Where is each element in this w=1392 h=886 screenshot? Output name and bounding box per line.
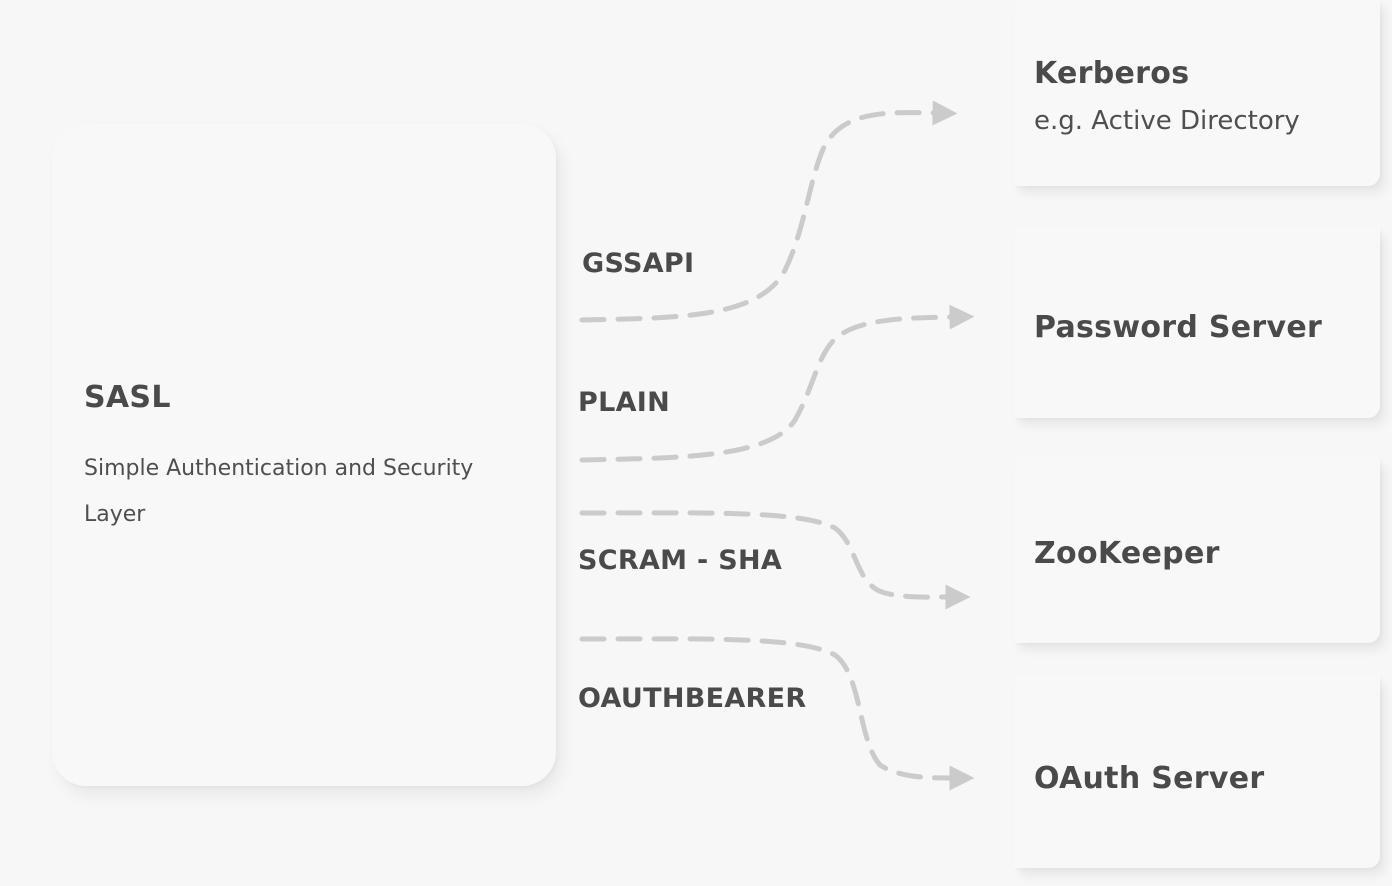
mechanism-plain: PLAIN bbox=[578, 387, 671, 418]
server-subtitle-kerberos: e.g. Active Directory bbox=[1034, 106, 1300, 136]
connector-gssapi-kerberos bbox=[579, 100, 958, 323]
sasl-title: SASL bbox=[84, 380, 171, 415]
mechanism-scram-sha: SCRAM - SHA bbox=[578, 545, 783, 576]
server-card-kerberos: Kerberos e.g. Active Directory bbox=[1014, 0, 1380, 186]
sasl-description: Simple Authentication and Security Layer bbox=[84, 456, 474, 527]
server-name-zookeeper: ZooKeeper bbox=[1034, 536, 1220, 571]
server-card-password-server: Password Server bbox=[1014, 228, 1380, 418]
connector-scram-zookeeper bbox=[579, 510, 971, 610]
server-card-oauth-server: OAuth Server bbox=[1014, 676, 1380, 868]
mechanism-gssapi: GSSAPI bbox=[582, 248, 695, 279]
server-name-kerberos: Kerberos bbox=[1034, 56, 1190, 91]
server-name-password-server: Password Server bbox=[1034, 310, 1323, 345]
mechanism-oauthbearer: OAUTHBEARER bbox=[578, 683, 807, 714]
sasl-card bbox=[52, 124, 556, 786]
connector-plain-password bbox=[579, 304, 975, 463]
connector-oauthbearer-oauth bbox=[579, 636, 975, 791]
server-card-zookeeper: ZooKeeper bbox=[1014, 458, 1380, 643]
server-name-oauth-server: OAuth Server bbox=[1034, 761, 1265, 796]
